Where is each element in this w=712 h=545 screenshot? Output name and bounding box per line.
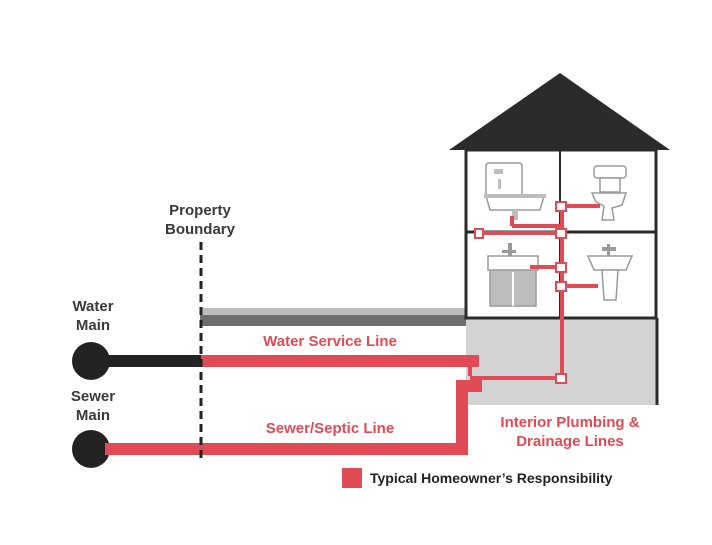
sewer-septic-line-label: Sewer/Septic Line [265,420,395,437]
ground-surface [200,308,466,315]
water-service-line [201,355,479,367]
legend-swatch [342,468,362,488]
legend-label: Typical Homeowner’s Responsibility [370,470,613,486]
interior-plumbing-label-line1: Interior Plumbing & [500,414,640,431]
sewer-main-label: Sewer Main [53,387,133,425]
sewer-main-circle [72,430,110,468]
water-heater-icon [485,162,523,198]
toilet-icon [590,165,628,221]
sewer-septic-line [105,380,482,455]
water-main-pipe [105,355,201,367]
house-roof [449,73,670,150]
sewer-main-label-line1: Sewer [70,388,116,405]
vanity-icon [487,243,539,307]
interior-plumbing-label: Interior Plumbing & Drainage Lines [485,413,655,451]
water-service-line-label: Water Service Line [263,333,397,350]
water-main-label-line2: Main [75,317,111,334]
water-main-label: Water Main [53,297,133,335]
property-boundary-label: Property Boundary [150,201,250,239]
sink-icon [484,194,546,220]
ground-layer [200,315,466,326]
property-boundary-label-line1: Property [169,202,231,219]
interior-plumbing-label-line2: Drainage Lines [516,433,624,450]
pedestal-sink-icon [586,244,634,301]
water-main-label-line1: Water [72,298,114,315]
pipe-fittings [474,201,567,384]
property-boundary-label-line2: Boundary [164,221,235,238]
sewer-main-label-line2: Main [75,407,111,424]
water-main-circle [72,342,110,380]
